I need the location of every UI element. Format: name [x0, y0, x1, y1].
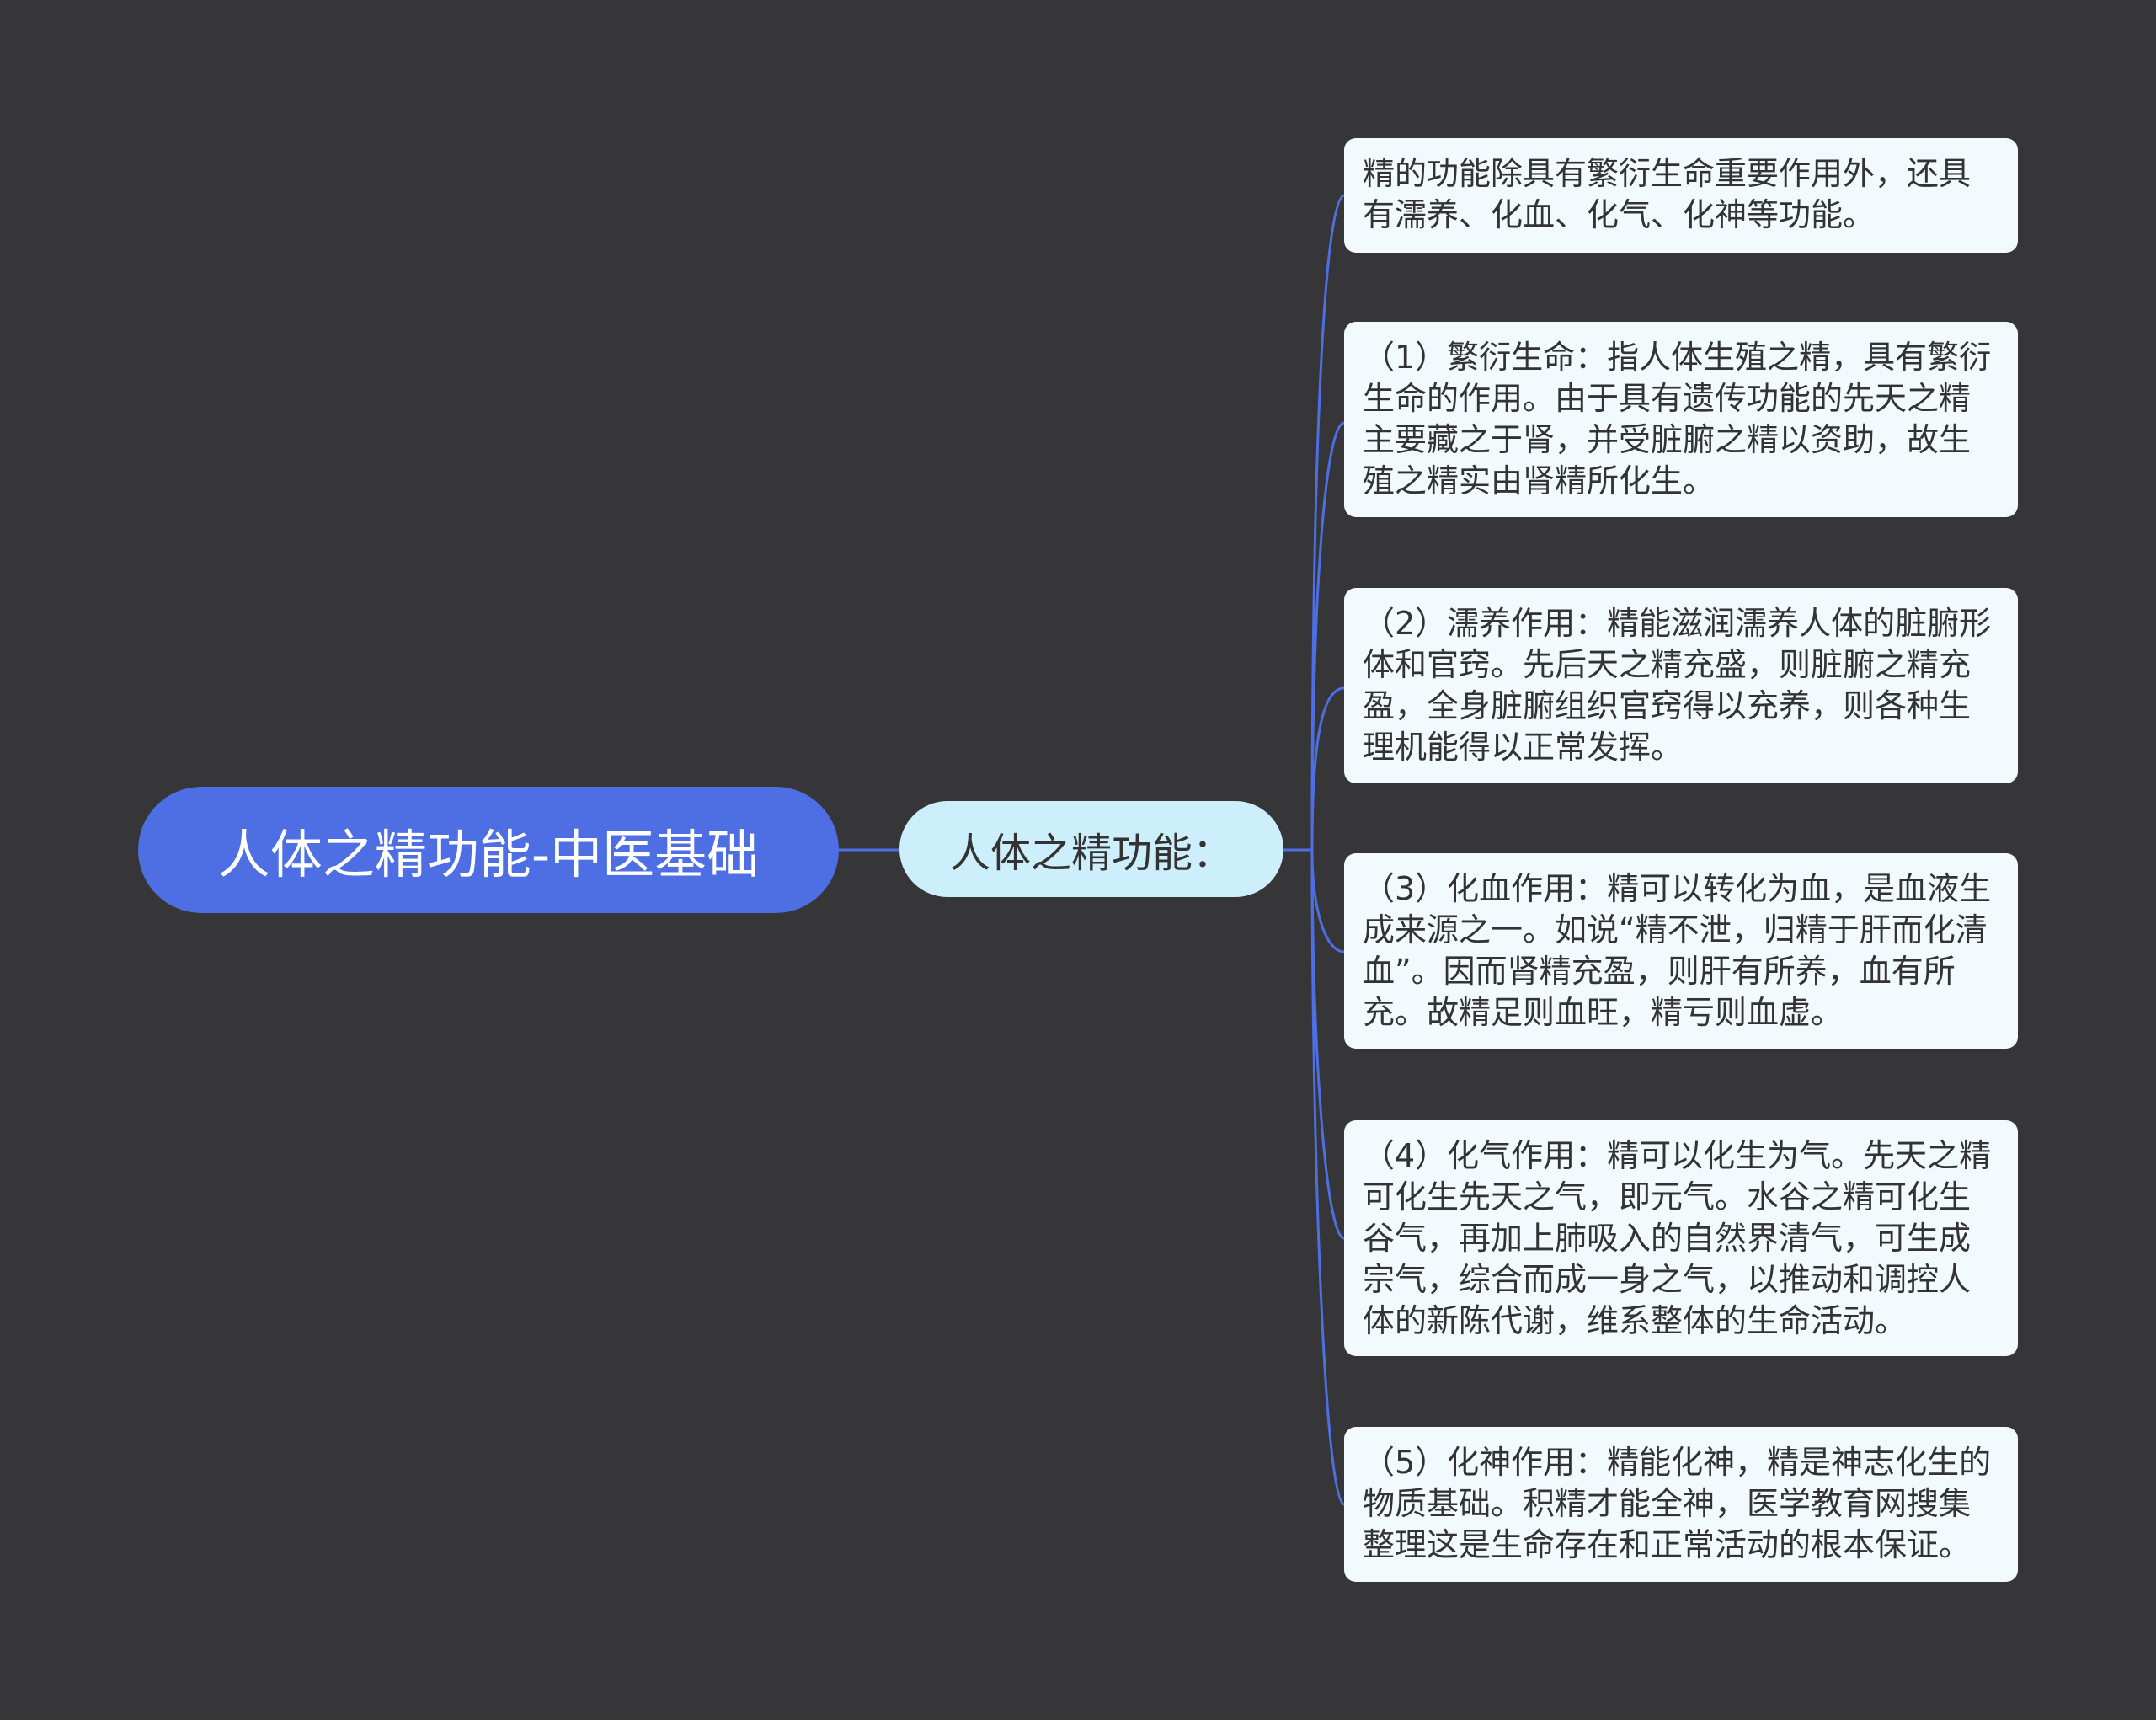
leaf-topic-text: （3）化血作用：精可以转化为血，是血液生成来源之一。如说“精不泄，归精于肝而化清…: [1363, 870, 1992, 1031]
connector-leaf-6: [1310, 849, 1345, 1506]
leaf-topic-1[interactable]: 精的功能除具有繁衍生命重要作用外，还具有濡养、化血、化气、化神等功能。: [1344, 138, 2018, 253]
leaf-topic-6[interactable]: （5）化神作用：精能化神，精是神志化生的物质基础。积精才能全神，医学教育网搜集整…: [1344, 1427, 2018, 1582]
leaf-topic-text: （2）濡养作用：精能滋润濡养人体的脏腑形体和官窍。先后天之精充盛，则脏腑之精充盈…: [1363, 605, 1992, 766]
branch-topic-label: 人体之精功能：: [949, 830, 1233, 877]
connector-leaf-2: [1310, 421, 1345, 851]
leaf-topic-3[interactable]: （2）濡养作用：精能滋润濡养人体的脏腑形体和官窍。先后天之精充盛，则脏腑之精充盈…: [1344, 588, 2018, 783]
leaf-topic-text: （5）化神作用：精能化神，精是神志化生的物质基础。积精才能全神，医学教育网搜集整…: [1363, 1444, 1992, 1563]
root-topic-label: 人体之精功能-中医基础: [217, 824, 760, 885]
leaf-topic-text: 精的功能除具有繁衍生命重要作用外，还具有濡养、化血、化气、化神等功能。: [1363, 155, 1972, 233]
leaf-topic-5[interactable]: （4）化气作用：精可以化生为气。先天之精可化生先天之气，即元气。水谷之精可化生谷…: [1344, 1120, 2018, 1356]
leaf-topic-4[interactable]: （3）化血作用：精可以转化为血，是血液生成来源之一。如说“精不泄，归精于肝而化清…: [1344, 853, 2018, 1049]
leaf-topic-2[interactable]: （1）繁衍生命：指人体生殖之精，具有繁衍生命的作用。由于具有遗传功能的先天之精主…: [1344, 322, 2018, 517]
connector-leaf-1: [1310, 194, 1345, 851]
connector-leaf-3: [1310, 686, 1345, 851]
connector-leaf-4: [1310, 849, 1345, 953]
branch-topic[interactable]: 人体之精功能：: [899, 801, 1283, 897]
leaf-topic-text: （1）繁衍生命：指人体生殖之精，具有繁衍生命的作用。由于具有遗传功能的先天之精主…: [1363, 339, 1992, 499]
root-topic[interactable]: 人体之精功能-中医基础: [138, 787, 839, 913]
leaf-topic-text: （4）化气作用：精可以化生为气。先天之精可化生先天之气，即元气。水谷之精可化生谷…: [1363, 1137, 1992, 1339]
